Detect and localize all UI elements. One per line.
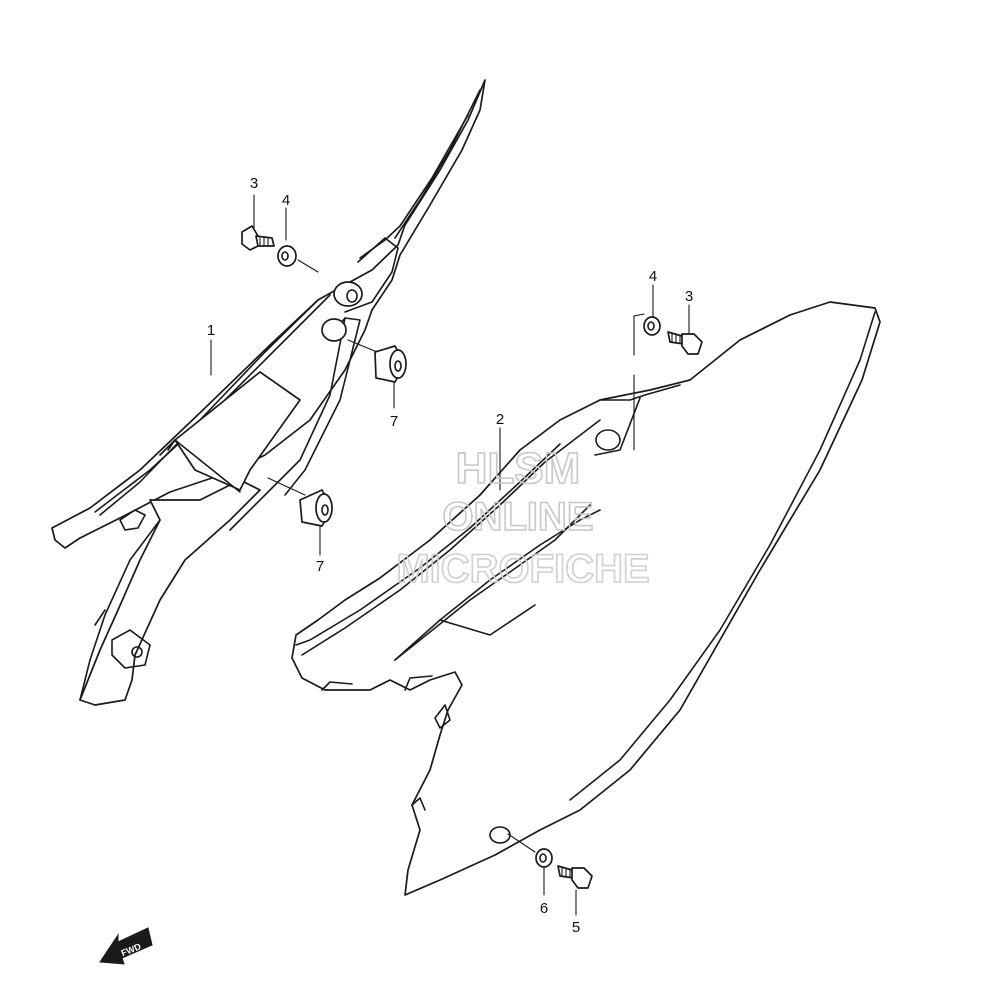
callout-6: 6 [540, 900, 548, 917]
watermark-line-2: ONLINE [442, 495, 593, 539]
washer-4-upper-right[interactable] [643, 316, 661, 336]
callout-5: 5 [572, 919, 580, 936]
callout-1: 1 [207, 322, 215, 339]
watermark-line-3: MICROFICHE [396, 547, 649, 591]
callout-7-lower: 7 [316, 558, 324, 575]
callout-2: 2 [496, 411, 504, 428]
washer-6[interactable] [535, 848, 553, 868]
bolt-3-upper-right[interactable] [667, 331, 703, 355]
leader-lines [210, 194, 690, 916]
collar-7-lower[interactable] [299, 489, 333, 527]
callout-7-upper: 7 [390, 413, 398, 430]
washer-4-upper-left[interactable] [277, 245, 297, 267]
fwd-arrow-icon: FWD [99, 927, 153, 965]
part-2-side-cover[interactable] [291, 301, 881, 896]
callout-3-upper-right: 3 [685, 288, 693, 305]
callout-labels: 3 4 1 7 7 4 3 2 6 5 [207, 175, 693, 936]
collar-7-upper[interactable] [374, 345, 407, 383]
callout-4-upper-left: 4 [282, 192, 290, 209]
bolt-3-upper-left[interactable] [241, 225, 275, 251]
callout-3-upper-left: 3 [250, 175, 258, 192]
watermark: HLSM ONLINE MICROFICHE [396, 443, 651, 592]
part-1-frame-cover[interactable] [51, 79, 486, 706]
callout-4-upper-right: 4 [649, 268, 657, 285]
watermark-line-1: HLSM [456, 444, 581, 493]
bolt-5[interactable] [557, 865, 593, 889]
